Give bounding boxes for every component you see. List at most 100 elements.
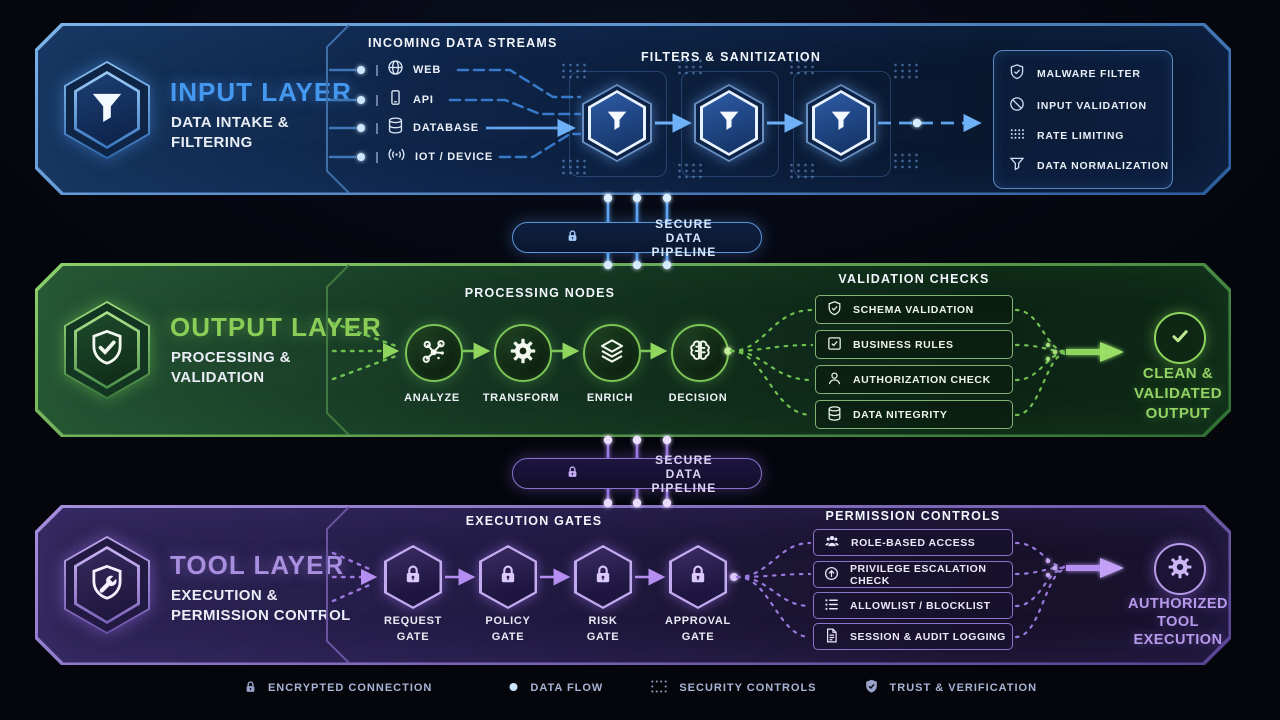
control-label: ROLE-BASED ACCESS bbox=[851, 536, 976, 549]
legend-label: TRUST & VERIFICATION bbox=[889, 682, 1038, 694]
legend-trust-verification: TRUST & VERIFICATION bbox=[863, 678, 1038, 698]
filter-node-1 bbox=[582, 84, 652, 162]
legend-label: DATA FLOW bbox=[530, 682, 604, 694]
node-enrich bbox=[583, 324, 641, 382]
source-label: WEB bbox=[413, 64, 442, 76]
legend: ENCRYPTED CONNECTION DATA FLOW SECURITY … bbox=[0, 678, 1280, 698]
output-layer-subtitle: PROCESSING & VALIDATION bbox=[171, 349, 291, 386]
list-icon bbox=[823, 596, 840, 616]
clean-output-label: CLEAN & VALIDATED OUTPUT bbox=[1133, 365, 1223, 422]
gate-request bbox=[384, 545, 442, 609]
database-icon bbox=[826, 405, 843, 425]
control-label: SESSION & AUDIT LOGGING bbox=[850, 630, 1006, 643]
lock-icon bbox=[243, 679, 258, 698]
feature-label: INPUT VALIDATION bbox=[1037, 100, 1147, 112]
tool-layer-subtitle: EXECUTION & PERMISSION CONTROL bbox=[171, 587, 351, 624]
permission-controls-heading: PERMISSION CONTROLS bbox=[825, 509, 1001, 523]
input-layer-title: INPUT LAYER bbox=[170, 77, 352, 107]
shield-check-icon bbox=[826, 300, 843, 320]
badge-inner-fill bbox=[77, 74, 137, 146]
funnel-icon bbox=[827, 107, 855, 140]
tool-layer-badge bbox=[64, 536, 150, 634]
feature-label: MALWARE FILTER bbox=[1037, 68, 1141, 80]
dots-grid-icon bbox=[1008, 125, 1026, 148]
lock-icon bbox=[686, 562, 710, 592]
feature-label: RATE LIMITING bbox=[1037, 130, 1125, 142]
incoming-streams-heading: INCOMING DATA STREAMS bbox=[368, 36, 558, 50]
filter-node-3 bbox=[806, 84, 876, 162]
pipeline-label: SECURE DATA PIPELINE bbox=[651, 216, 717, 259]
legend-encrypted-connection: ENCRYPTED CONNECTION bbox=[243, 679, 432, 698]
clean-output-icon bbox=[1154, 312, 1206, 364]
signal-icon bbox=[386, 145, 407, 169]
funnel-icon bbox=[603, 107, 631, 140]
source-row-web: WEB bbox=[376, 60, 441, 80]
source-row-iot: IOT / DEVICE bbox=[376, 147, 493, 167]
lock-icon bbox=[496, 562, 520, 592]
output-layer-badge bbox=[64, 301, 150, 399]
arrow-up-circle-icon bbox=[823, 565, 840, 585]
gear-icon bbox=[1166, 553, 1194, 586]
circuit-dots-decoration bbox=[892, 62, 918, 80]
layers-icon bbox=[597, 336, 627, 371]
node-decision bbox=[671, 324, 729, 382]
node-label: TRANSFORM bbox=[482, 392, 560, 404]
check-data-integrity: DATA NITEGRITY bbox=[815, 400, 1013, 429]
people-icon bbox=[823, 533, 841, 553]
processing-nodes-heading: PROCESSING NODES bbox=[464, 286, 616, 300]
check-authorization: AUTHORIZATION CHECK bbox=[815, 365, 1013, 394]
tick-divider bbox=[376, 94, 378, 106]
shield-check-icon bbox=[1008, 63, 1026, 86]
control-label: PRIVILEGE ESCALATION CHECK bbox=[850, 562, 987, 587]
shield-wrench-icon bbox=[86, 562, 128, 609]
validation-checks-heading: VALIDATION CHECKS bbox=[838, 272, 990, 286]
circuit-dots-decoration bbox=[788, 58, 814, 76]
legend-data-flow: DATA FLOW bbox=[478, 681, 603, 696]
node-analyze bbox=[405, 324, 463, 382]
legend-label: ENCRYPTED CONNECTION bbox=[267, 682, 433, 694]
gate-risk bbox=[574, 545, 632, 609]
check-label: BUSINESS RULES bbox=[853, 338, 954, 351]
input-features-box: MALWARE FILTER INPUT VALIDATION RATE LIM… bbox=[993, 50, 1173, 189]
feature-row: MALWARE FILTER bbox=[1008, 63, 1141, 86]
database-icon bbox=[386, 116, 405, 140]
execution-gates-heading: EXECUTION GATES bbox=[465, 514, 603, 528]
lock-icon bbox=[513, 228, 607, 247]
source-label: IOT / DEVICE bbox=[415, 151, 494, 163]
lock-icon bbox=[591, 562, 615, 592]
gate-policy bbox=[479, 545, 537, 609]
authorized-execution-icon bbox=[1154, 543, 1206, 595]
device-icon bbox=[386, 88, 405, 112]
secure-pipeline-top: SECURE DATA PIPELINE bbox=[512, 217, 762, 259]
check-label: DATA NITEGRITY bbox=[853, 408, 948, 421]
output-layer-title: OUTPUT LAYER bbox=[170, 312, 382, 342]
source-row-database: DATABASE bbox=[376, 116, 479, 140]
legend-security-controls: SECURITY CONTROLS bbox=[649, 678, 816, 698]
node-transform bbox=[494, 324, 552, 382]
control-label: ALLOWLIST / BLOCKLIST bbox=[850, 599, 991, 612]
no-entry-icon bbox=[1008, 95, 1026, 118]
node-label: ANALYZE bbox=[404, 392, 460, 404]
gear-icon bbox=[508, 336, 538, 371]
check-business-rules: BUSINESS RULES bbox=[815, 330, 1013, 359]
source-label: DATABASE bbox=[413, 122, 479, 134]
source-row-api: API bbox=[376, 90, 434, 110]
lock-icon bbox=[401, 562, 425, 592]
filters-heading: FILTERS & SANITIZATION bbox=[640, 50, 822, 64]
lock-icon bbox=[513, 464, 607, 483]
data-flow-icon bbox=[478, 681, 520, 696]
check-label: AUTHORIZATION CHECK bbox=[853, 373, 991, 386]
feature-label: DATA NORMALIZATION bbox=[1037, 160, 1169, 172]
feature-row: RATE LIMITING bbox=[1008, 126, 1124, 146]
gate-approval bbox=[669, 545, 727, 609]
tool-layer-title: TOOL LAYER bbox=[170, 550, 345, 580]
node-label: DECISION bbox=[668, 392, 728, 404]
brain-icon bbox=[685, 336, 715, 371]
check-schema-validation: SCHEMA VALIDATION bbox=[815, 295, 1013, 324]
funnel-icon bbox=[1008, 155, 1026, 178]
shield-check-icon bbox=[863, 678, 880, 698]
feature-row: DATA NORMALIZATION bbox=[1008, 156, 1169, 176]
